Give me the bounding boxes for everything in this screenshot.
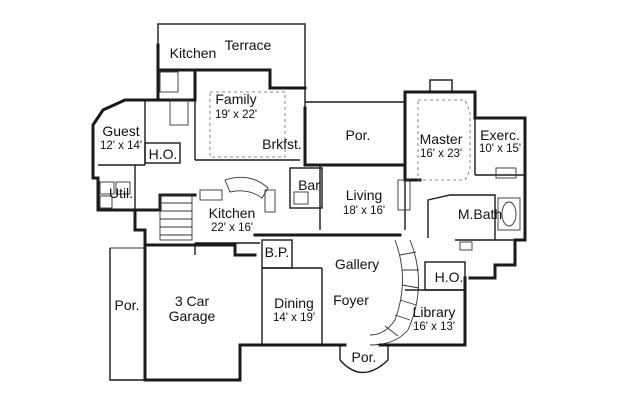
exerc-name: Exerc. xyxy=(480,127,520,143)
mbath-name: M.Bath xyxy=(458,206,502,222)
room-labels: Terrace Kitchen Family 19' x 22' Guest 1… xyxy=(100,37,521,365)
central-walls xyxy=(194,233,402,345)
family-name: Family xyxy=(215,91,256,107)
util-name: Util. xyxy=(109,185,133,201)
kitchen-fixtures xyxy=(195,176,276,244)
por-top-name: Por. xyxy=(346,127,371,143)
living-walls xyxy=(318,163,411,230)
library-name: Library xyxy=(413,304,456,320)
kitchen-name: Kitchen xyxy=(209,205,256,221)
garage-walls xyxy=(109,228,264,382)
master-walls xyxy=(403,79,527,280)
guest-interior-walls xyxy=(98,100,181,210)
library-walls xyxy=(403,261,467,347)
living-dim: 18' x 16' xyxy=(343,205,385,217)
foyer-name: Foyer xyxy=(333,292,369,308)
stair-curved xyxy=(369,239,420,346)
guest-dim: 12' x 14' xyxy=(100,140,142,152)
por-left-name: Por. xyxy=(115,297,140,313)
gallery-name: Gallery xyxy=(335,256,379,272)
master-dim: 16' x 23' xyxy=(420,148,462,160)
family-fixtures xyxy=(169,91,300,161)
library-dim: 16' x 13' xyxy=(413,321,455,333)
bar-walls xyxy=(289,167,323,209)
front-walls xyxy=(260,343,407,374)
bar-name: Bar xyxy=(298,177,320,193)
brkfst-name: Brkfst. xyxy=(262,136,302,152)
guest-name: Guest xyxy=(102,123,139,139)
dining-dim: 14' x 19' xyxy=(273,312,315,324)
outdoor-kitchen-name: Kitchen xyxy=(170,45,217,61)
living-name: Living xyxy=(346,187,383,203)
family-dim: 19' x 22' xyxy=(215,109,257,121)
master-name: Master xyxy=(420,131,463,147)
kitchen-dim: 22' x 16' xyxy=(211,222,253,234)
ho-left-name: H.O. xyxy=(149,146,178,162)
ho-right-name: H.O. xyxy=(435,269,464,285)
mbath-fixtures xyxy=(427,194,525,251)
stair-left xyxy=(159,194,193,241)
bp-name: B.P. xyxy=(265,244,290,260)
por-bottom-name: Por. xyxy=(352,349,377,365)
garage-name: 3 Car xyxy=(175,293,210,309)
terrace-name: Terrace xyxy=(225,37,272,53)
exerc-dim: 10' x 15' xyxy=(479,143,521,155)
dining-name: Dining xyxy=(274,295,314,311)
terrace-outline xyxy=(157,23,306,108)
garage-dim: Garage xyxy=(169,308,216,324)
